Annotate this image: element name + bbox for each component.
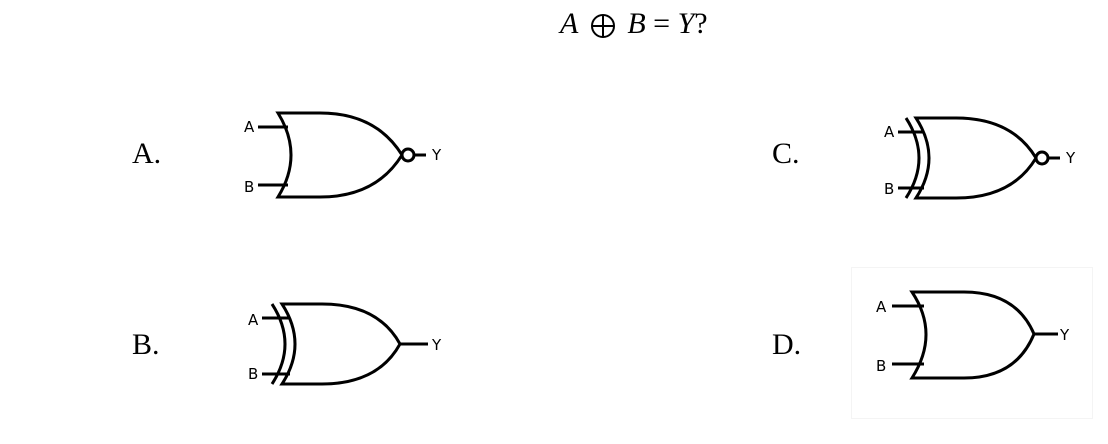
equation-var-a: A — [560, 7, 579, 40]
option-d-input-a-label: A — [876, 298, 887, 316]
option-d-label[interactable]: D. — [772, 328, 802, 361]
option-c-input-a-label: A — [884, 123, 895, 141]
equation-var-b: B — [627, 7, 646, 40]
xor-operator-icon — [590, 14, 615, 39]
option-a-label[interactable]: A. — [132, 137, 162, 170]
option-b-input-b-label: B — [248, 365, 258, 383]
option-c-xor-curve — [904, 117, 921, 199]
option-c-input-b-label: B — [884, 180, 894, 198]
option-b-input-a-label: A — [248, 311, 259, 329]
option-b-xor-curve — [270, 303, 287, 385]
option-b-label[interactable]: B. — [132, 328, 160, 361]
option-a-gate-body — [275, 111, 404, 199]
option-b-gate-body — [279, 302, 402, 386]
option-a-output-label: Y — [431, 146, 442, 164]
option-a-inverter-bubble — [400, 147, 416, 163]
option-d-or-gate-icon[interactable]: A B Y — [868, 288, 1088, 388]
question-equation: A B = Y? — [560, 4, 708, 44]
option-d-input-b-label: B — [876, 357, 886, 375]
equation-result: Y — [677, 7, 695, 40]
option-b-xor-gate-icon[interactable]: A B Y — [240, 300, 460, 395]
option-a-xnor-gate-icon[interactable]: A B Y — [236, 105, 456, 205]
equation-equals: = — [653, 7, 671, 40]
option-a-input-a-label: A — [244, 118, 255, 136]
option-c-gate-body — [913, 116, 1038, 200]
equation-question-mark: ? — [694, 7, 708, 40]
option-c-inverter-bubble — [1034, 150, 1050, 166]
option-b-output-label: Y — [431, 336, 442, 354]
option-c-xnor-gate-icon[interactable]: A B Y — [876, 112, 1096, 207]
option-d-gate-body — [909, 290, 1036, 380]
option-d-output-label: Y — [1059, 326, 1070, 344]
option-a-input-b-label: B — [244, 178, 254, 196]
option-c-label[interactable]: C. — [772, 137, 800, 170]
option-c-output-label: Y — [1065, 149, 1076, 167]
